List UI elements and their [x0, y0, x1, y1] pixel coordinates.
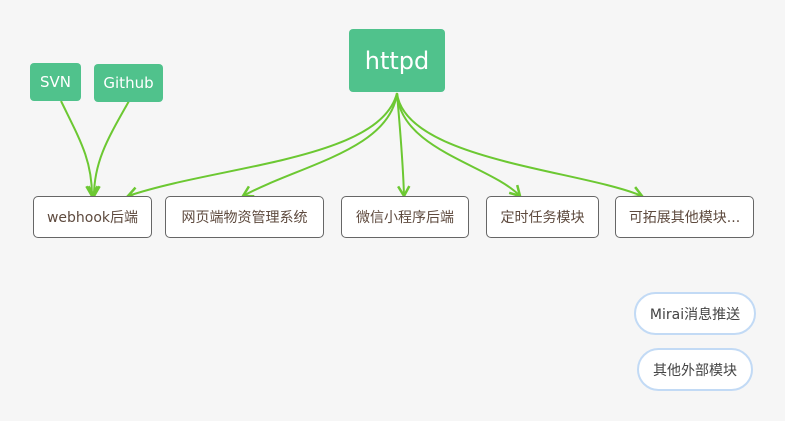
svn-label: SVN	[39, 73, 71, 91]
github-label: Github	[103, 74, 154, 92]
module-label: 可拓展其他模块...	[628, 210, 741, 226]
github-node[interactable]: Github	[94, 64, 163, 102]
module-extensible[interactable]: 可拓展其他模块...	[615, 196, 754, 238]
module-web-inventory[interactable]: 网页端物资管理系统	[165, 196, 324, 238]
edge-github-webhook	[87, 100, 130, 199]
external-mirai[interactable]: Mirai消息推送	[634, 292, 756, 335]
edge-svn-webhook	[60, 100, 99, 199]
external-label: 其他外部模块	[653, 362, 737, 379]
module-webhook[interactable]: webhook后端	[33, 196, 152, 238]
svn-node[interactable]: SVN	[30, 63, 81, 101]
httpd-node[interactable]: httpd	[349, 29, 445, 92]
module-label: webhook后端	[46, 210, 139, 226]
httpd-label: httpd	[364, 46, 430, 75]
module-label: 网页端物资管理系统	[181, 210, 308, 226]
module-label: 定时任务模块	[500, 210, 585, 226]
edge-httpd-web	[240, 92, 398, 198]
module-wechat-backend[interactable]: 微信小程序后端	[341, 196, 469, 238]
edge-httpd-ext	[396, 92, 645, 199]
external-other[interactable]: 其他外部模块	[637, 348, 753, 391]
external-label: Mirai消息推送	[649, 306, 741, 323]
module-timer[interactable]: 定时任务模块	[486, 196, 599, 238]
edge-httpd-timer	[396, 92, 522, 198]
edge-httpd-webhook	[125, 92, 398, 200]
module-label: 微信小程序后端	[356, 210, 454, 226]
